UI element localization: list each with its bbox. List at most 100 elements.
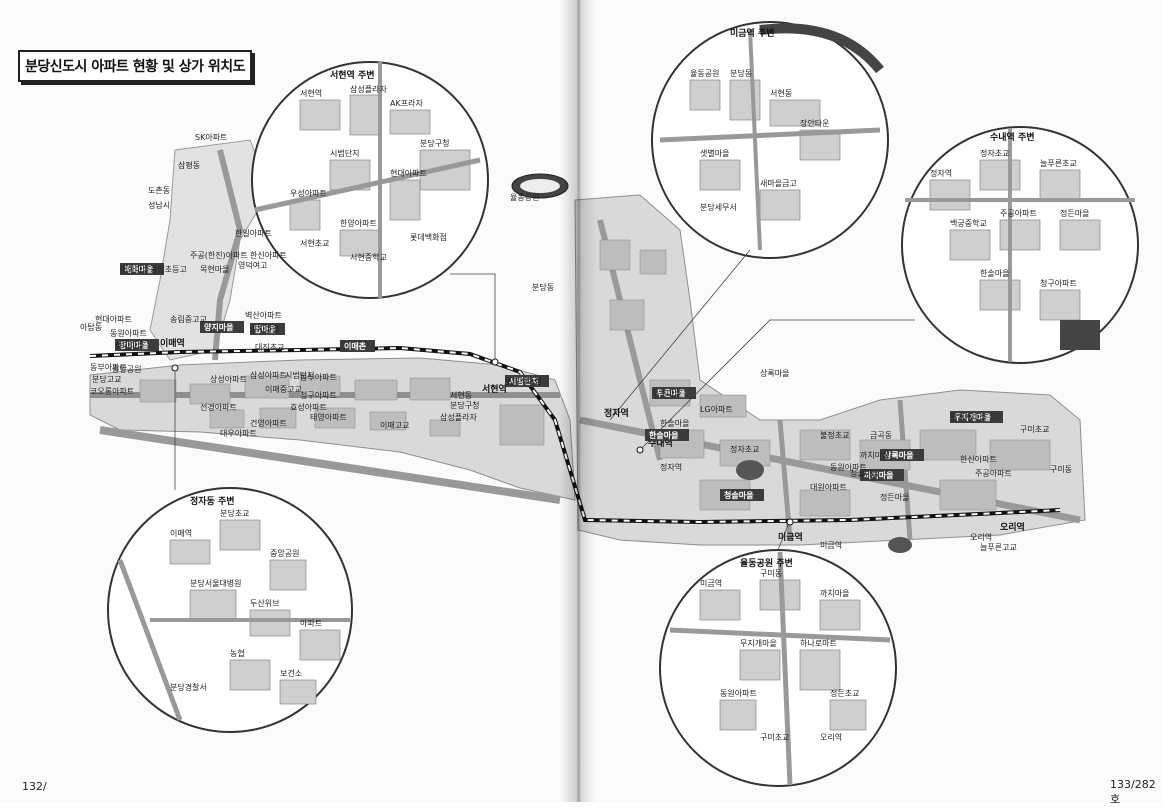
map-label-left: 대진초교 <box>255 342 284 352</box>
map-label-left: 매화마을 <box>120 265 149 274</box>
map-label-right: 상록마을 <box>760 368 789 378</box>
station-label: 오리역 <box>1000 521 1025 533</box>
inset-label-a: 서현중학교 <box>350 252 387 262</box>
inset-circle-a <box>251 61 489 299</box>
village-tag: 상록마을 <box>884 450 914 460</box>
inset-label-e: 구미동 <box>760 569 782 578</box>
inset-label-c: 서현동 <box>770 89 792 98</box>
map-label-left: 목현마을 <box>200 265 229 274</box>
inset-label-a: 우성아파트 <box>290 188 327 198</box>
inset-label-a: 삼성플라자 <box>350 84 387 94</box>
map-label-right: 정자초교 <box>730 444 759 454</box>
map-label-right: 미금역 <box>820 540 842 550</box>
map-label-left: 코오롱아파트 <box>90 386 134 396</box>
map-label-left: 선경아파트 <box>200 402 237 412</box>
village-tag-bg <box>250 323 285 335</box>
village-tag: 푸른마을 <box>656 388 686 398</box>
inset-label-e: 동원아파트 <box>720 688 757 698</box>
inset-label-d: 정든마을 <box>1060 208 1089 218</box>
inset-label-c: 새마을금고 <box>760 179 797 188</box>
map-label-right: 늘푸른고교 <box>980 543 1017 552</box>
village-tag-bg <box>115 339 159 351</box>
map-label-right: 한솔마을 <box>660 419 689 428</box>
inset-label-b: 아파트 <box>300 618 322 628</box>
map-label-right: 금곡동 <box>870 431 892 440</box>
village-tag-bg <box>505 375 549 387</box>
page-number-left: 132/ <box>22 780 47 793</box>
map-label-left: 삼성플라자 <box>440 412 477 422</box>
map-label-left: 동원아파트 <box>110 328 147 338</box>
village-tag-bg <box>950 411 1003 423</box>
inset-label-c: 분당세무서 <box>700 202 737 212</box>
map-label-left: 대우아파트 <box>220 428 257 438</box>
map-label-left: 장미마을 <box>115 340 144 350</box>
village-tag: 무지개마을 <box>954 412 991 422</box>
map-label-right: 구미초교 <box>1020 425 1049 434</box>
map-label-left: 성남시 <box>148 201 170 210</box>
inset-circle-d <box>901 126 1139 364</box>
village-tag-bg <box>860 469 904 481</box>
inset-label-e: 하나로마트 <box>800 638 837 648</box>
village-tag-bg <box>720 489 764 501</box>
map-label-left: 중앙공원 <box>112 364 141 374</box>
inset-leader-lines <box>174 249 915 551</box>
inset-label-c: 샛별마을 <box>700 148 729 158</box>
station-label: 정자역 <box>604 407 629 419</box>
page-number-right: 133/282호 <box>1110 778 1156 806</box>
village-tag: 청솔마을 <box>724 490 754 500</box>
map-label-left: 동부아파트 <box>300 372 337 382</box>
station-label: 미금역 <box>778 531 803 543</box>
map-label-left: SK아파트 <box>195 132 227 142</box>
map-label-right: 동원아파트 <box>830 462 867 472</box>
map-label-left: 롯데백화점 <box>505 376 542 386</box>
inset-label-d: 주공아파트 <box>1000 208 1037 218</box>
inset-title: 서현역 주변 <box>330 69 375 81</box>
map-title-text: 분당신도시 아파트 현황 및 상가 위치도 <box>25 59 245 75</box>
map-label-left: 이매고교 <box>380 420 409 430</box>
inset-label-b: 분당서울대병원 <box>190 578 242 588</box>
map-label-left: 한신아파트 <box>250 250 287 260</box>
map-label-right: 정자역 <box>660 462 682 472</box>
map-label-left: 청구아파트 <box>300 390 337 400</box>
map-label-left: 영덕여고 <box>238 260 267 270</box>
inset-label-e: 무지개마을 <box>740 638 777 648</box>
map-label-left: 서현동 <box>450 391 472 400</box>
inset-label-a: 서현역 <box>300 88 322 98</box>
village-tag: 한솔마을 <box>649 430 679 440</box>
inset-title: 미금역 주변 <box>730 27 775 39</box>
village-tag: 시범단지 <box>509 376 538 386</box>
inset-label-b: 두산위브 <box>250 598 279 608</box>
inset-label-a: 분당구청 <box>420 138 449 148</box>
map-label-right: 오리역 <box>970 532 992 542</box>
inset-label-a: 롯데백화점 <box>410 232 447 242</box>
village-tag-bg <box>880 449 924 461</box>
inset-label-e: 구미초교 <box>760 733 789 742</box>
inset-label-d: 정자초교 <box>980 148 1009 158</box>
map-label-left: 건영아파트 <box>250 418 287 428</box>
map-label-left: 분당구청 <box>450 400 479 410</box>
inset-label-a: 서현초교 <box>300 239 329 248</box>
inset-circle-b <box>107 487 353 733</box>
inset-label-b: 이매역 <box>170 528 192 538</box>
inset-label-a: 시범단지 <box>330 148 359 158</box>
inset-label-b: 중앙공원 <box>270 548 299 558</box>
map-label-left: 효성아파트 <box>290 402 327 412</box>
inset-label-e: 까치마을 <box>820 589 849 598</box>
village-tag: 양지마을 <box>204 322 234 332</box>
map-label-left: 태영아파트 <box>310 412 347 422</box>
bundang-rail-line <box>89 345 1061 525</box>
map-label-right: 주공아파트 <box>975 468 1012 478</box>
village-tag-bg <box>645 429 689 441</box>
village-tag-bg <box>340 340 375 352</box>
inset-label-b: 보건소 <box>280 668 302 678</box>
map-label-left: 한일아파트 <box>235 228 272 238</box>
inset-label-c: 장안타운 <box>800 118 829 128</box>
inset-title: 정자동 주변 <box>190 495 235 507</box>
map-label-left: 삼성아파트 <box>250 370 287 380</box>
inset-label-c: 율동공원 <box>690 69 719 78</box>
village-tag-bg <box>652 387 696 399</box>
map-label-left: 분당고교 <box>92 374 121 384</box>
map-label-right: 무지개마을 <box>950 412 987 422</box>
map-label-left: 시범단지 <box>285 370 314 380</box>
